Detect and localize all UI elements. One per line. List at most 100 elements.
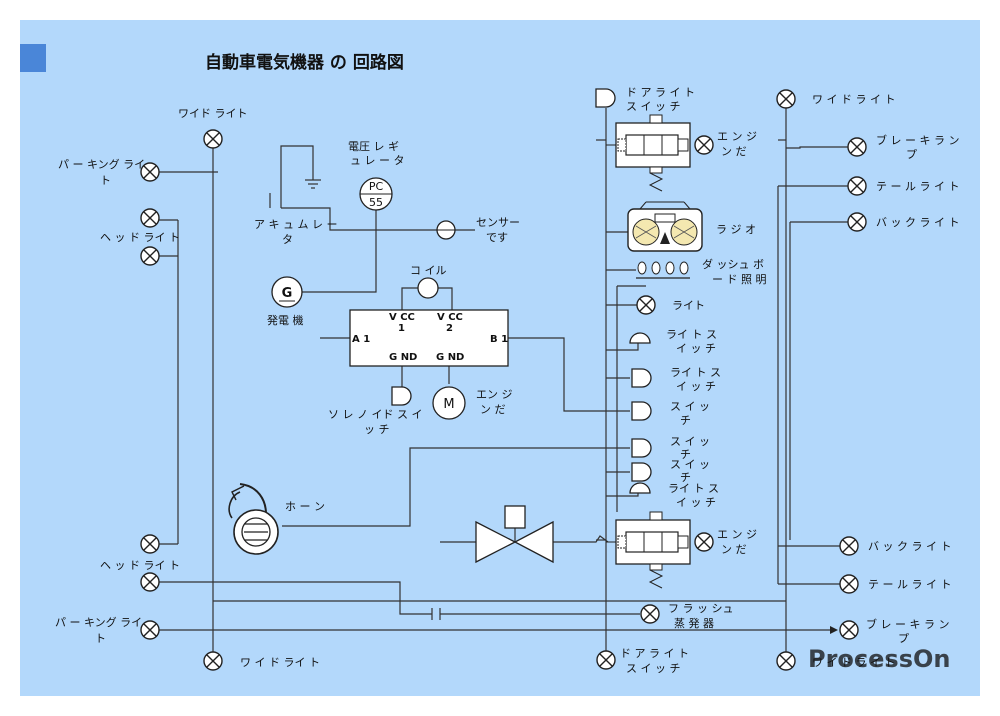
label-door-switch-bottom-1: ド ア ラ イ ト xyxy=(620,647,689,660)
motor-symbol: M xyxy=(432,386,466,420)
label-engine-mid-1: エン ジ xyxy=(476,388,513,401)
lamp-back-right-top xyxy=(847,212,867,232)
label-switch-1-2: チ xyxy=(680,414,691,427)
label-light-switch-2-1: ライ ト ス xyxy=(670,366,721,379)
dashboard-light-icon xyxy=(636,261,690,279)
label-tail-right-top: テ ー ル ラ イ ト xyxy=(876,180,959,193)
label-door-switch-top-2: ス イ ッ チ xyxy=(626,100,681,113)
title-marker xyxy=(20,44,46,72)
lamp-back-right-bottom xyxy=(839,536,859,556)
label-tail-right-bottom: テ ー ル ラ イ ト xyxy=(868,578,951,591)
label-solenoid-2: ッ チ xyxy=(364,423,390,436)
chip-vcc1-a: V CC xyxy=(389,312,415,323)
switch-1-symbol xyxy=(631,401,652,421)
chip-gnd1: G ND xyxy=(389,352,417,363)
lamp-wide-light-top xyxy=(203,129,223,149)
generator-g-text: G xyxy=(282,286,293,301)
label-flash-1: フ ラ ッ シュ xyxy=(668,602,734,615)
label-back-right-bottom: バ ッ ク ラ イ ト xyxy=(868,540,951,553)
lamp-head-light-top-1 xyxy=(140,208,160,228)
label-regulator-2: ュ レ ー タ xyxy=(350,154,405,167)
label-brake-right-top-2: プ xyxy=(906,148,917,161)
lamp-tail-right-top xyxy=(847,176,867,196)
label-door-switch-top-1: ド ア ラ イ ト xyxy=(626,86,695,99)
label-coil: コ イル xyxy=(410,264,447,277)
engine-top-lamp xyxy=(694,135,714,155)
label-generator: 発電 機 xyxy=(267,313,304,327)
label-dashboard-1: ダ ッシュ ボ xyxy=(702,257,764,271)
label-wide-light-right-bottom: ワ イ ド ラ イ ト xyxy=(812,656,895,669)
lamp-brake-right-top xyxy=(847,137,867,157)
wiring xyxy=(159,108,848,660)
switch-3-symbol xyxy=(631,462,652,482)
label-back-right-top: バ ッ ク ラ イ ト xyxy=(876,216,959,229)
label-wide-light-top: ワイド ライト xyxy=(178,107,248,120)
lamp-light xyxy=(636,295,656,315)
label-accumulator-2: タ xyxy=(282,233,293,246)
lamp-wide-light-bottom xyxy=(203,651,223,671)
label-horn: ホ ー ン xyxy=(285,500,325,513)
label-light-switch-3-2: イ ッ チ xyxy=(676,496,716,509)
lamp-tail-right-bottom xyxy=(839,574,859,594)
label-flash-2: 蒸 発 器 xyxy=(674,616,714,630)
label-radio: ラ ジ オ xyxy=(716,223,756,236)
label-light: ライト xyxy=(672,299,705,312)
label-switch-3-1: ス イ ッ xyxy=(670,458,710,471)
label-light-switch-1-2: イ ッ チ xyxy=(676,342,716,355)
label-switch-3-2: チ xyxy=(680,471,691,484)
label-light-switch-1-1: ライ ト ス xyxy=(666,328,717,341)
label-engine-bottom-2: ン だ xyxy=(721,543,747,556)
label-switch-1-1: ス イ ッ xyxy=(670,400,710,413)
label-engine-mid-2: ン だ xyxy=(480,403,506,416)
solenoid-switch-symbol xyxy=(391,386,412,406)
sensor xyxy=(436,220,456,240)
switch-2-symbol xyxy=(631,438,652,458)
lamp-wide-light-right-bottom xyxy=(776,651,796,671)
light-switch-3-symbol xyxy=(629,482,651,494)
label-parking-light-top-2: ト xyxy=(100,174,111,187)
motor-m-text: M xyxy=(443,397,454,412)
label-head-light-bottom: ヘ ッ ド ライ ト xyxy=(100,559,180,572)
label-light-switch-3-1: ライ ト ス xyxy=(668,482,719,495)
pc-bottom-text: 55 xyxy=(369,196,383,209)
label-light-switch-2-2: イ ッ チ xyxy=(676,380,716,393)
lamp-flash-evaporator xyxy=(640,604,660,624)
lamp-brake-right-bottom xyxy=(839,620,859,640)
label-parking-light-top-1: パ ー キング ライ xyxy=(58,157,145,171)
lamp-head-light-top-2 xyxy=(140,246,160,266)
watermark: ProcessOn xyxy=(808,645,950,673)
label-engine-bottom-1: エ ン ジ xyxy=(717,528,757,541)
radio-icon xyxy=(627,201,703,252)
coil-symbol xyxy=(417,277,439,299)
valve-symbol xyxy=(475,505,554,564)
label-solenoid-1: ソ レ ノ イド ス イ xyxy=(328,408,422,421)
lamp-parking-light-bottom xyxy=(140,620,160,640)
engine-bottom-lamp xyxy=(694,532,714,552)
label-wide-light-right-top: ワ イ ド ラ イ ト xyxy=(812,93,895,106)
page-title: 自動車電気機器 の 回路図 xyxy=(205,52,404,73)
control-chip: V CC 1 V CC 2 A 1 B 1 G ND G ND xyxy=(349,309,509,367)
label-dashboard-2: ー ド 照 明 xyxy=(712,273,767,286)
label-brake-right-top-1: ブ レ ー キ ラ ン xyxy=(876,133,959,147)
chip-gnd2: G ND xyxy=(436,352,464,363)
voltage-regulator-pc55: PC 55 xyxy=(359,177,393,211)
label-switch-2-2: チ xyxy=(680,448,691,461)
chip-a1: A 1 xyxy=(352,334,370,345)
label-parking-light-bottom-1: パ ー キング ライ xyxy=(55,615,142,629)
label-accumulator-1: ア キ ュ ム レ ー xyxy=(254,218,337,231)
label-engine-top-1: エ ン ジ xyxy=(717,130,757,143)
light-switch-2-symbol xyxy=(631,368,652,388)
generator-symbol: G xyxy=(271,276,303,308)
label-regulator-1: 電圧 レ ギ xyxy=(348,140,399,153)
label-parking-light-bottom-2: ト xyxy=(95,632,106,645)
label-head-light-top: ヘ ッ ド ライ ト xyxy=(100,231,180,244)
lamp-head-light-bottom-2 xyxy=(140,572,160,592)
lamp-head-light-bottom-1 xyxy=(140,534,160,554)
label-switch-2-1: ス イ ッ xyxy=(670,435,710,448)
chip-vcc1-b: 1 xyxy=(398,323,405,334)
horn-icon xyxy=(228,483,279,555)
door-switch-top-symbol xyxy=(595,88,616,108)
lamp-door-switch-bottom xyxy=(596,650,616,670)
chip-vcc2-a: V CC xyxy=(437,312,463,323)
label-sensor-1: センサー xyxy=(476,216,520,229)
